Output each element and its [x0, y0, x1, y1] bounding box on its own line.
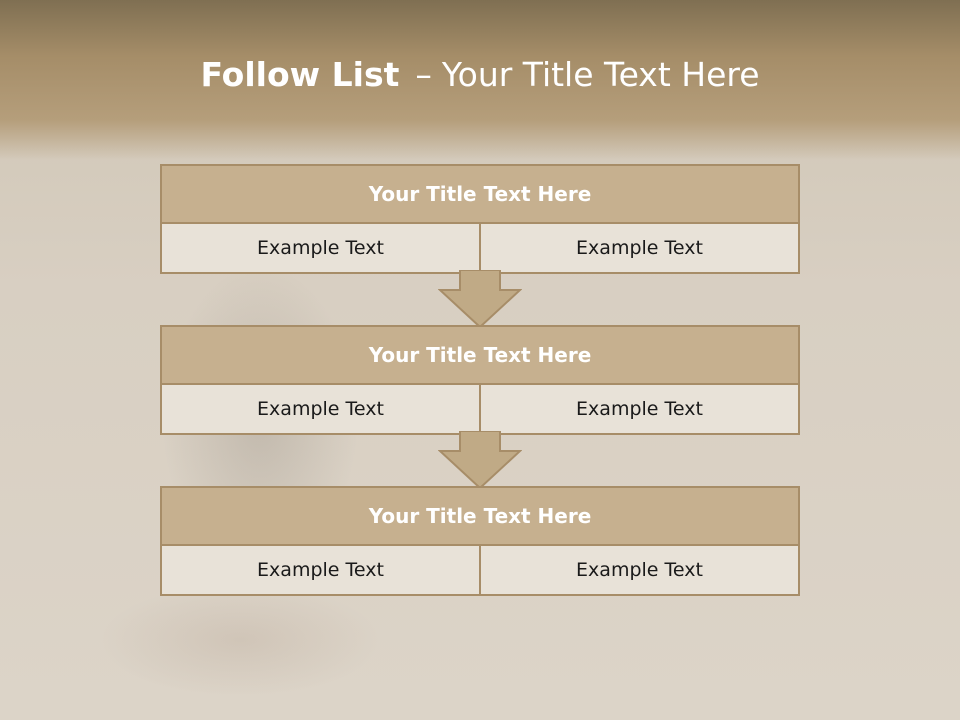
title-bold-part: Follow List: [200, 55, 400, 94]
list-block-1: Your Title Text Here Example Text Exampl…: [160, 164, 800, 274]
title-dash: –: [415, 55, 432, 94]
list-block-3: Your Title Text Here Example Text Exampl…: [160, 486, 800, 596]
block-title: Your Title Text Here: [162, 488, 798, 546]
block-cell-right: Example Text: [479, 385, 798, 433]
block-cell-left: Example Text: [257, 237, 384, 259]
slide-title: Follow List–Your Title Text Here: [0, 52, 960, 98]
block-title: Your Title Text Here: [162, 166, 798, 224]
block-row: Example Text Example Text: [162, 546, 798, 594]
block-cell-right: Example Text: [479, 224, 798, 272]
block-cell-left: Example Text: [257, 559, 384, 581]
list-block-2: Your Title Text Here Example Text Exampl…: [160, 325, 800, 435]
header-band: [0, 0, 960, 160]
title-rest: Your Title Text Here: [441, 55, 760, 94]
block-cell-right: Example Text: [479, 546, 798, 594]
down-arrow-icon: [438, 431, 522, 489]
block-cell-left: Example Text: [257, 398, 384, 420]
block-title: Your Title Text Here: [162, 327, 798, 385]
down-arrow-icon: [438, 270, 522, 328]
block-row: Example Text Example Text: [162, 385, 798, 433]
block-row: Example Text Example Text: [162, 224, 798, 272]
